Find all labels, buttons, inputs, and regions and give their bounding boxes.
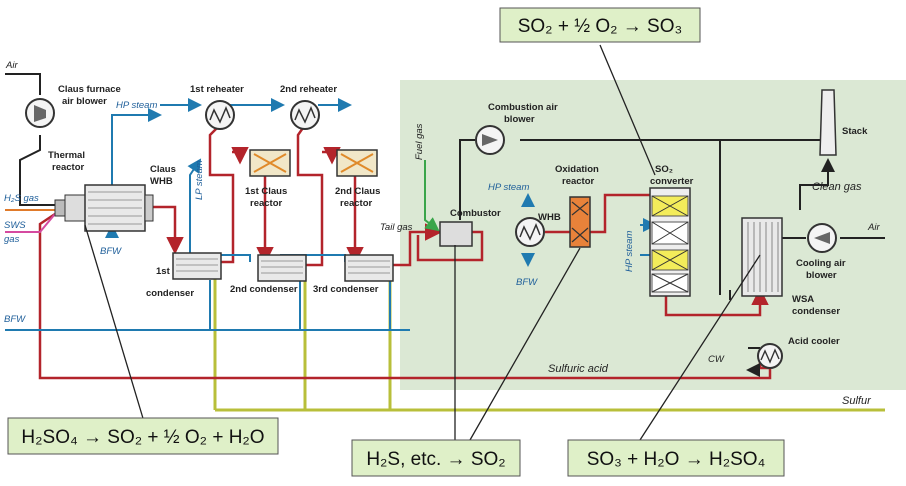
claus-reactor-1-label-2: reactor [250, 198, 283, 209]
wsa-condenser-label-1: WSA [792, 294, 814, 305]
wsa-condenser-icon [741, 217, 783, 297]
condenser-1-icon [172, 252, 222, 280]
whb-icon [515, 217, 545, 247]
equation-left: H₂SO₄ → SO₂ + ½ O₂ + H₂O [21, 427, 264, 448]
cooling-air-label-1: Cooling air [796, 258, 846, 269]
hp-steam-top-label: HP steam [116, 100, 157, 111]
claus-reactor-2-label-1: 2nd Claus [335, 186, 380, 197]
claus-reactor-2-icon [336, 149, 378, 177]
claus-reactor-1-label-1: 1st Claus [245, 186, 287, 197]
sulfur-label: Sulfur [842, 395, 872, 407]
claus-blower-label-2: air blower [62, 96, 107, 107]
lp-steam-label: LP steam [194, 160, 205, 200]
air-left-label: Air [5, 60, 18, 71]
acid-cooler-label: Acid cooler [788, 336, 840, 347]
equation-top-box [499, 7, 701, 43]
fuel-gas-line [424, 160, 440, 232]
whb-label: WHB [538, 212, 561, 223]
so2-converter-label-2: converter [650, 176, 694, 187]
condenser-1-label-1: 1st [156, 266, 171, 277]
reheater-1-label: 1st reheater [190, 84, 244, 95]
bfw-whb-label: BFW [100, 246, 122, 257]
sws-gas-line [5, 213, 56, 233]
condenser-2-icon [257, 254, 307, 282]
equation-right: SO₃ + H₂O → H₂SO₄ [587, 449, 766, 470]
so2-converter-icon [649, 187, 691, 297]
combustor-icon [439, 221, 473, 247]
sws-gas-label-2: gas [4, 234, 20, 245]
thermal-reactor-label-1: Thermal [48, 150, 85, 161]
condenser-3-label: 3rd condenser [313, 284, 379, 295]
oxidation-reactor-label-1: Oxidation [555, 164, 599, 175]
stack-label: Stack [842, 126, 868, 137]
wsa-condenser-label-2: condenser [792, 306, 840, 317]
fuel-gas-label: Fuel gas [414, 123, 425, 160]
hp-steam-mid-label: HP steam [488, 182, 529, 193]
equation-middle-box [351, 439, 521, 477]
equation-left-box [7, 417, 279, 455]
claus-reactor-1-icon [249, 149, 291, 177]
claus-whb-label-1: Claus [150, 164, 176, 175]
sulfuric-acid-line [38, 212, 772, 380]
stack-icon [819, 89, 837, 156]
h2s-gas-label: H₂S gas [4, 193, 39, 204]
claus-blower-label-1: Claus furnace [58, 84, 121, 95]
combustion-air-label-1: Combustion air [488, 102, 558, 113]
bfw-mid-label: BFW [516, 277, 538, 288]
reheater-2-label: 2nd reheater [280, 84, 337, 95]
cw-label: CW [708, 354, 725, 365]
condenser-1-label-2: condenser [146, 288, 194, 299]
equation-top: SO₂ + ½ O₂ → SO₃ [518, 16, 683, 37]
combustion-air-blower-icon [475, 125, 505, 155]
sulfuric-acid-label: Sulfuric acid [548, 363, 609, 375]
equation-right-box [567, 439, 785, 477]
reheater-2-icon [290, 100, 320, 130]
condenser-3-icon [344, 254, 394, 282]
so2-converter-label-1: SO₂ [655, 164, 673, 175]
sulfur-line [213, 272, 885, 412]
combustion-air-label-2: blower [504, 114, 535, 125]
tail-gas-label: Tail gas [380, 222, 413, 233]
claus-reactor-2-label-2: reactor [340, 198, 373, 209]
reheater-1-icon [205, 100, 235, 130]
equation-middle: H₂S, etc. → SO₂ [366, 449, 505, 470]
thermal-reactor-whb-icon [54, 184, 154, 232]
claus-whb-label-2: WHB [150, 176, 173, 187]
callout-lines [84, 44, 761, 441]
condenser-2-label: 2nd condenser [230, 284, 298, 295]
cooling-air-blower-icon [807, 223, 837, 253]
sws-gas-label-1: SWS [4, 220, 26, 231]
oxidation-reactor-icon [569, 196, 591, 248]
oxidation-reactor-label-2: reactor [562, 176, 595, 187]
acid-cooler-icon [757, 343, 783, 369]
hp-steam-vert-label: HP steam [624, 231, 635, 272]
bfw-left-label: BFW [4, 314, 26, 325]
clean-gas-label: Clean gas [812, 181, 862, 193]
cooling-air-label-2: blower [806, 270, 837, 281]
thermal-reactor-label-2: reactor [52, 162, 85, 173]
claus-furnace-air-blower-icon [25, 98, 55, 128]
air-right-label: Air [867, 222, 880, 233]
combustor-label: Combustor [450, 208, 501, 219]
